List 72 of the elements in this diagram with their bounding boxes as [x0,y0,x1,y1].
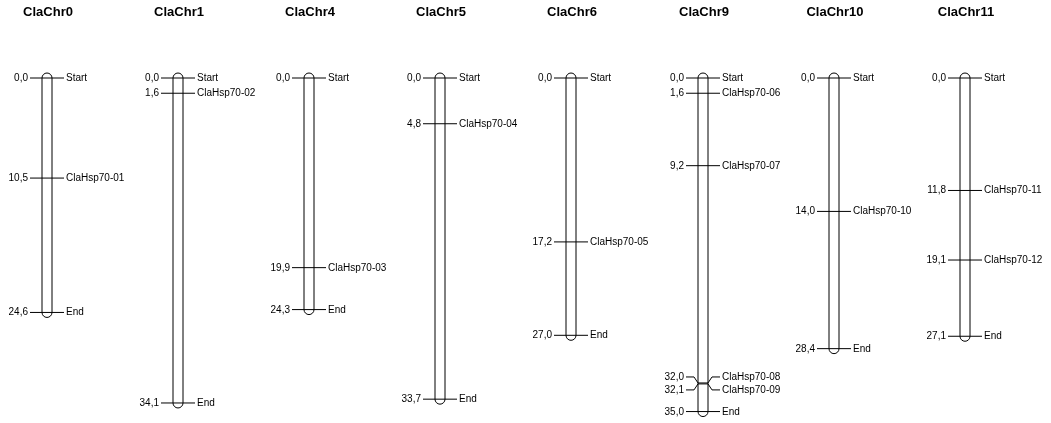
marker-label: Start [66,72,88,83]
position-label: 0,0 [145,72,159,83]
marker-label: ClaHsp70-11 [984,184,1042,196]
marker-label: End [590,329,608,341]
position-label: 0,0 [14,72,28,83]
position-label: 0,0 [407,72,421,83]
marker-label: End [459,393,477,405]
marker-label: ClaHsp70-09 [722,383,781,395]
position-label: 0,0 [932,72,946,83]
position-label: 17,2 [532,235,552,247]
marker-label: ClaHsp70-05 [590,235,649,247]
marker-label: End [722,405,740,417]
marker-label: Start [853,72,875,83]
marker-label: End [197,396,215,408]
marker-label: ClaHsp70-02 [197,87,256,99]
chromosome-bar [434,72,446,405]
chromosome-title: ClaChr6 [547,4,597,19]
chromosome-title: ClaChr0 [23,4,73,19]
marker-label: End [853,342,871,354]
marker-label: ClaHsp70-04 [459,117,518,129]
position-label: 33,7 [401,393,421,405]
position-label: 24,3 [270,303,290,315]
marker-label: End [66,306,84,318]
position-label: 35,0 [664,405,684,417]
position-label: 9,2 [670,159,684,171]
position-label: 1,6 [670,87,684,99]
position-label: 0,0 [276,72,290,83]
marker-label: ClaHsp70-08 [722,370,781,382]
position-label: 1,6 [145,87,159,99]
marker-label: ClaHsp70-01 [66,172,125,184]
position-label: 19,1 [926,254,946,265]
position-label: 0,0 [801,72,815,83]
marker-label: Start [459,72,481,83]
chromosome-title: ClaChr5 [416,4,466,19]
marker-label: ClaHsp70-07 [722,159,781,171]
position-label: 28,4 [795,342,815,354]
marker-label: Start [197,72,219,83]
marker-label: ClaHsp70-03 [328,261,387,273]
marker-label: End [984,330,1002,342]
chromosome-bar [172,72,184,409]
chromosome-title: ClaChr4 [285,4,335,19]
chromosome-bar [565,72,577,341]
marker-label: Start [590,72,612,83]
chromosome-bar [959,72,971,342]
marker-label: ClaHsp70-12 [984,254,1043,265]
marker-label: ClaHsp70-06 [722,87,781,99]
chromosome-bar [697,72,709,418]
position-label: 11,8 [927,184,946,196]
chromosome-title: ClaChr1 [154,4,204,19]
marker-label: Start [722,72,744,83]
marker-label: End [328,303,346,315]
position-label: 32,0 [664,370,684,382]
chromosome-bar [303,72,315,316]
chromosome-title: ClaChr10 [806,4,864,19]
position-label: 10,5 [8,172,28,184]
position-label: 24,6 [8,306,28,318]
position-label: 34,1 [139,396,159,408]
position-label: 27,0 [532,329,552,341]
position-label: 0,0 [538,72,552,83]
position-label: 4,8 [407,117,421,129]
position-label: 0,0 [670,72,684,83]
chromosome-bar [41,72,53,318]
position-label: 14,0 [795,205,815,217]
position-label: 19,9 [270,261,290,273]
marker-label: Start [984,72,1006,83]
chromosome-title: ClaChr11 [937,4,995,19]
position-label: 27,1 [926,330,946,342]
chromosome-title: ClaChr9 [679,4,729,19]
marker-label: ClaHsp70-10 [853,205,912,217]
marker-label: Start [328,72,350,83]
position-label: 32,1 [664,383,684,395]
chromosome-bar [828,72,840,355]
